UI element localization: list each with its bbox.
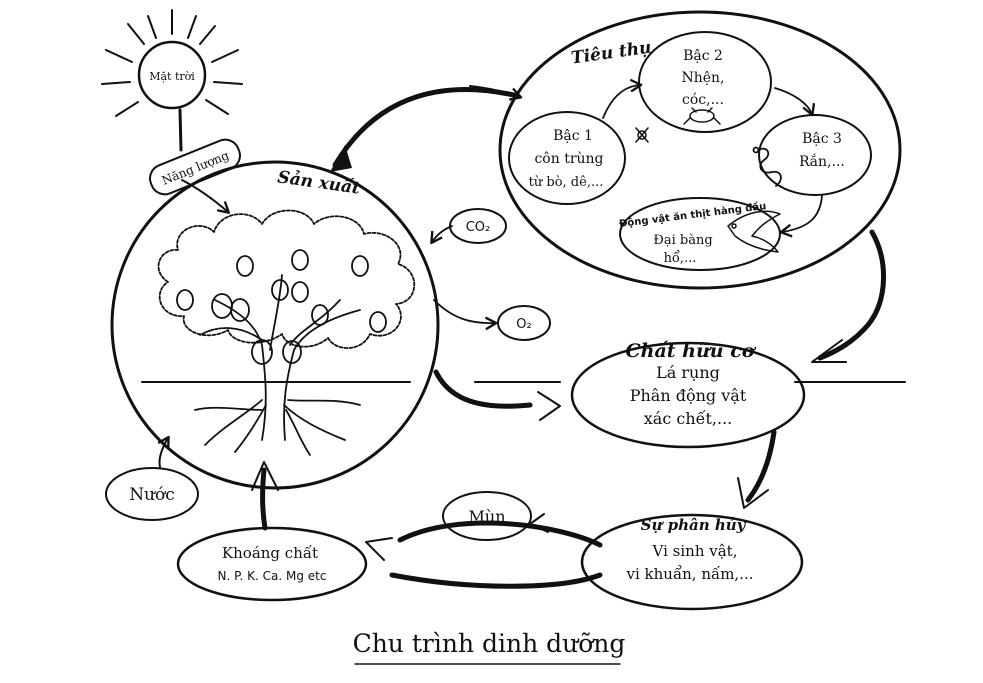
consumers-ellipse (498, 10, 902, 290)
organic-line1: Lá rụng (656, 363, 720, 382)
level1-line1: Bậc 1 (553, 128, 593, 144)
eagle-icon (727, 210, 781, 253)
organic-ellipse (570, 341, 806, 449)
decomposition-ellipse (580, 513, 804, 611)
sun-icon: Mặt trời (101, 9, 243, 117)
diagram-title: Chu trình dinh dưỡng (353, 629, 626, 658)
decomposition-label: Sự phân hủy (641, 516, 747, 534)
water-label: Nước (129, 485, 175, 505)
decomposition-line1: Vi sinh vật, (652, 542, 738, 560)
producer-circle (110, 160, 440, 490)
co2-label: CO₂ (466, 220, 491, 235)
consumers-label: Tiêu thụ (570, 38, 653, 69)
top-predator-line2: hổ,... (664, 250, 697, 266)
humus-label: Mùn (469, 507, 506, 526)
o2-label: O₂ (516, 317, 531, 332)
minerals-line1: Khoáng chất (222, 544, 318, 562)
snake-icon (752, 146, 782, 187)
water-bubble (105, 467, 199, 521)
sun-label: Mặt trời (149, 70, 195, 83)
level1-line2: côn trùng (534, 151, 603, 167)
level3-line1: Bậc 3 (802, 131, 842, 147)
minerals-ellipse (176, 526, 368, 602)
level1-bubble (508, 111, 626, 205)
organic-line3: xác chết,... (644, 409, 733, 428)
level2-line1: Bậc 2 (683, 48, 723, 64)
minerals-line2: N. P. K. Ca. Mg etc (218, 569, 327, 583)
organic-line2: Phân động vật (630, 386, 747, 405)
insect-icon (635, 127, 649, 143)
frog-icon (683, 107, 721, 125)
o2-bubble (497, 305, 551, 341)
level2-line3: cóc,... (682, 92, 724, 108)
level2-line2: Nhện, (681, 70, 724, 86)
decomposition-line2: vi khuẩn, nấm,... (626, 565, 754, 583)
tree-icon (157, 209, 416, 456)
level3-line2: Rắn,... (799, 152, 845, 170)
humus-bubble (442, 491, 532, 541)
level1-line3: từ bò, dê,... (529, 175, 604, 190)
producer-label: Sản xuất (276, 167, 361, 198)
top-predator-line1: Đại bàng (653, 233, 712, 248)
